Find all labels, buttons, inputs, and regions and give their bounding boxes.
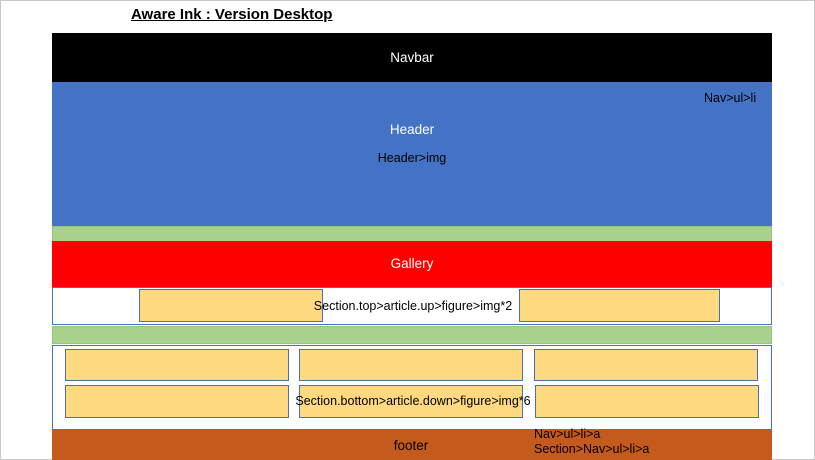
gallery-label: Gallery bbox=[390, 256, 434, 271]
header-nav-label: Nav>ul>li bbox=[704, 91, 757, 105]
bottom-image-box-2 bbox=[299, 349, 523, 381]
section-top-label: Section.top>article.up>figure>img*2 bbox=[313, 299, 513, 313]
bottom-image-box-6 bbox=[535, 385, 759, 418]
top-image-box-2 bbox=[519, 289, 720, 322]
bottom-image-box-3 bbox=[534, 349, 758, 381]
header-img-label: Header>img bbox=[377, 151, 447, 165]
navbar-label: Navbar bbox=[390, 50, 434, 65]
bottom-image-box-1 bbox=[65, 349, 289, 381]
bottom-image-box-5 bbox=[299, 385, 523, 418]
footer-block: footer Nav>ul>li>a Section>Nav>ul>li>a bbox=[52, 427, 772, 460]
footer-nav-label-1: Nav>ul>li>a bbox=[534, 427, 601, 441]
section-top-block: Section.top>article.up>figure>img*2 bbox=[52, 287, 772, 325]
spacer-top bbox=[52, 226, 772, 242]
header-label: Header bbox=[389, 122, 435, 137]
navbar-block: Navbar bbox=[52, 33, 772, 82]
section-bottom-label: Section.bottom>article.down>figure>img*6 bbox=[295, 394, 531, 408]
footer-nav-label-2: Section>Nav>ul>li>a bbox=[534, 442, 650, 456]
top-image-box-1 bbox=[139, 289, 323, 322]
header-block: Nav>ul>li Header Header>img bbox=[52, 82, 772, 226]
diagram-title: Aware Ink : Version Desktop bbox=[131, 6, 333, 23]
footer-label: footer bbox=[393, 438, 429, 453]
section-bottom-block: Section.bottom>article.down>figure>img*6 bbox=[52, 345, 772, 430]
bottom-image-box-4 bbox=[65, 385, 289, 418]
spacer-middle bbox=[52, 326, 772, 344]
gallery-block: Gallery bbox=[52, 241, 772, 287]
